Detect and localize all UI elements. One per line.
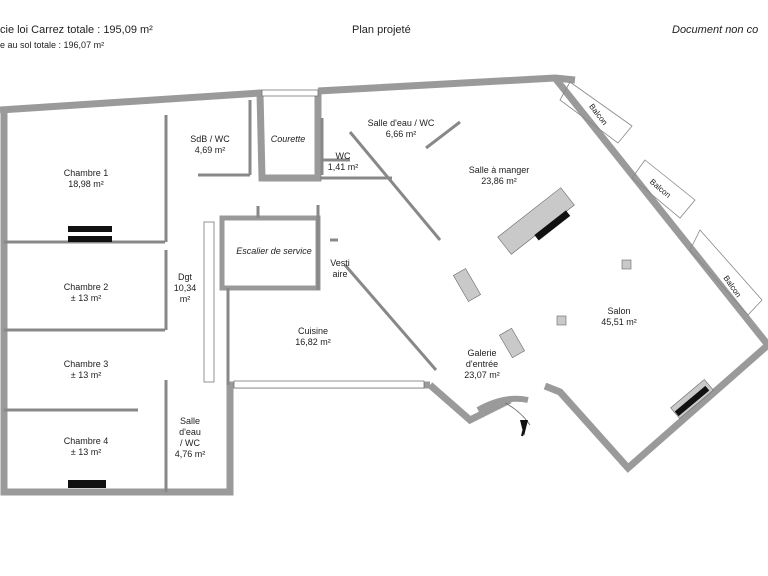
room-name: Dgt (177, 272, 192, 282)
room-area: 4,69 m² (194, 145, 226, 155)
room-name: Salle (179, 416, 201, 426)
plan-title: Plan projeté (352, 24, 411, 36)
room-chambre1: Chambre 1 18,98 m² (64, 168, 109, 190)
room-salle-eau-top: Salle d'eau / WC 6,66 m² (368, 118, 435, 140)
document-note: Document non co (672, 24, 759, 36)
entrance (476, 395, 531, 437)
room-name: Courette (270, 134, 306, 144)
room-area: ± 13 m² (70, 370, 102, 380)
room-area: 10,34 (173, 283, 197, 293)
room-name-2: d'entrée (465, 359, 499, 369)
room-area: 45,51 m² (601, 317, 637, 327)
room-galerie: Galerie d'entrée 23,07 m² (464, 348, 500, 381)
room-sdb: SdB / WC 4,69 m² (190, 134, 230, 156)
room-escalier: Escalier de service (236, 246, 312, 257)
room-chambre2: Chambre 2 ± 13 m² (64, 282, 109, 304)
room-dgt: Dgt 10,34 m² (174, 272, 197, 305)
room-name: WC (335, 151, 351, 161)
carrez-total: cie loi Carrez totale : 195,09 m² (0, 24, 153, 36)
room-area: 4,76 m² (174, 449, 206, 459)
room-name: Escalier de service (236, 246, 312, 256)
room-wc: WC 1,41 m² (328, 151, 359, 173)
room-name-2: aire (332, 269, 348, 279)
room-name: Chambre 4 (63, 436, 109, 446)
room-chambre4: Chambre 4 ± 13 m² (64, 436, 109, 458)
room-area: ± 13 m² (70, 293, 102, 303)
room-cuisine: Cuisine 16,82 m² (295, 326, 331, 348)
room-area: ± 13 m² (70, 447, 102, 457)
room-name: Chambre 3 (63, 359, 109, 369)
fixtures (68, 187, 714, 488)
room-area: 18,98 m² (68, 179, 104, 189)
room-chambre3: Chambre 3 ± 13 m² (64, 359, 109, 381)
room-name: Chambre 2 (63, 282, 109, 292)
room-name: Salle à manger (468, 165, 530, 175)
room-salle-eau-bot: Salle d'eau / WC 4,76 m² (175, 416, 206, 460)
room-salle-manger: Salle à manger 23,86 m² (469, 165, 530, 187)
room-area: 23,07 m² (464, 370, 500, 380)
room-name: Salon (607, 306, 631, 316)
room-name: Galerie (467, 348, 497, 358)
room-vestiaire: Vesti aire (330, 258, 350, 280)
room-name-2: d'eau (179, 427, 201, 437)
room-area: 1,41 m² (327, 162, 359, 172)
sol-total: e au sol totale : 196,07 m² (0, 40, 105, 50)
room-area: 16,82 m² (295, 337, 331, 347)
room-name: Vesti (330, 258, 350, 268)
room-area: 6,66 m² (385, 129, 417, 139)
room-name-3: / WC (179, 438, 200, 448)
room-name: SdB / WC (190, 134, 230, 144)
room-area: 23,86 m² (481, 176, 517, 186)
interior-walls (4, 100, 461, 492)
outer-walls (0, 74, 768, 496)
room-area-unit: m² (179, 294, 191, 304)
balconies (559, 81, 763, 316)
room-name: Cuisine (297, 326, 328, 336)
windows (203, 89, 425, 389)
room-salon: Salon 45,51 m² (601, 306, 637, 328)
room-name: Chambre 1 (63, 168, 109, 178)
room-name: Salle d'eau / WC (367, 118, 435, 128)
room-courette: Courette (271, 134, 306, 145)
